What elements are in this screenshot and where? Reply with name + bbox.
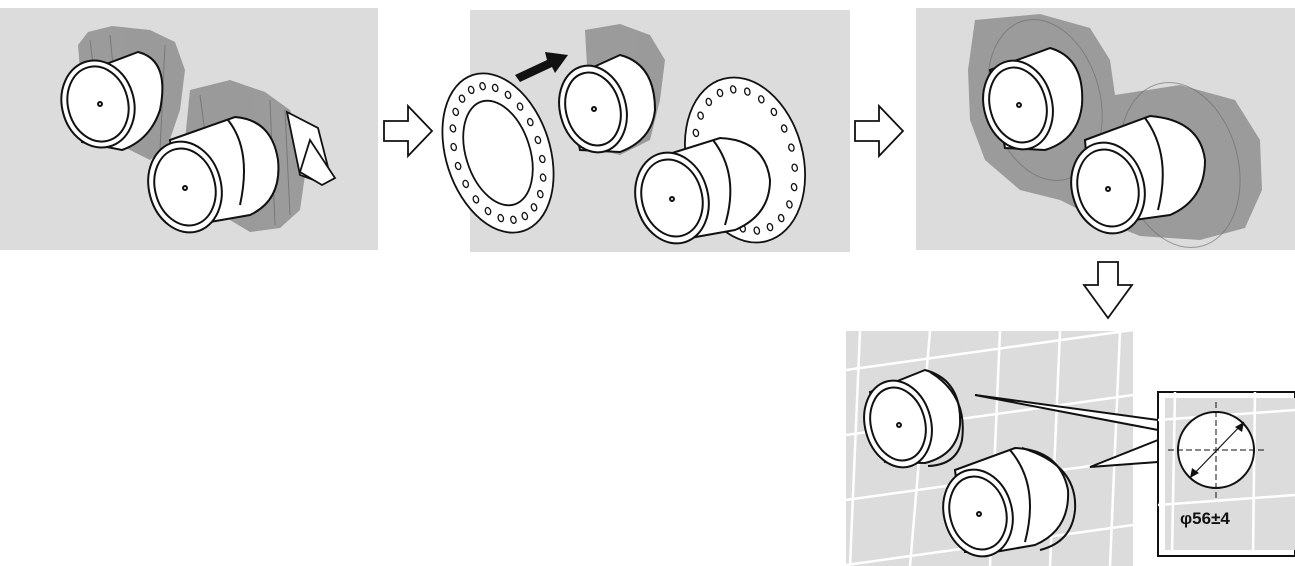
step-3-panel: [916, 7, 1295, 262]
step-4-panel: [846, 330, 1133, 566]
detail-box: φ56±4: [1158, 392, 1295, 556]
arrow-right-icon: [855, 106, 903, 156]
arrow-down-icon: [1084, 262, 1132, 318]
step-1-panel: [0, 8, 378, 250]
step-2-panel: [423, 10, 850, 256]
arrow-right-icon: [384, 106, 432, 156]
diameter-label: φ56±4: [1180, 509, 1230, 528]
